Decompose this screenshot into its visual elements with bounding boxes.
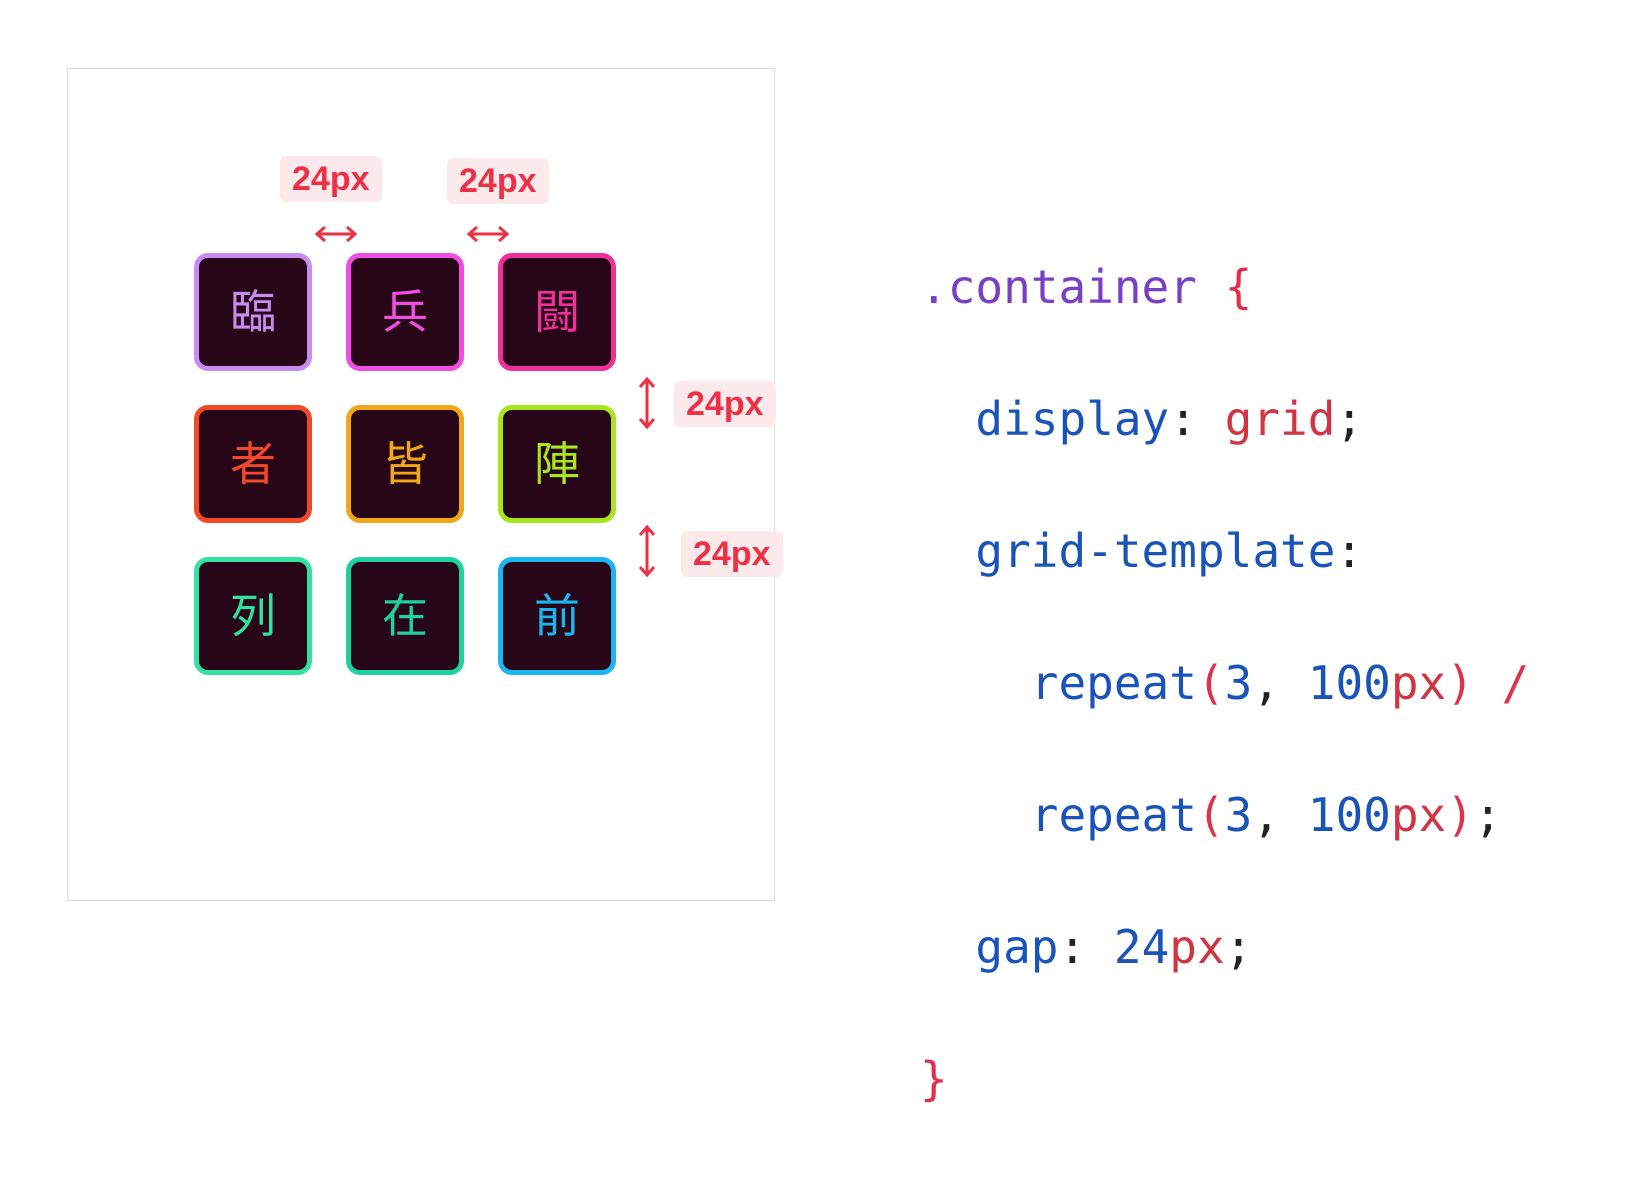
grid-tile-4: 者 [194,405,312,523]
code-selector: .container [920,260,1197,314]
code-repeat-count: 3 [1224,656,1253,710]
tile-glyph: 陣 [534,437,580,491]
tile-glyph: 前 [534,589,580,643]
grid-tile-8: 在 [346,557,464,675]
code-line-3: grid-template: [975,524,1364,578]
code-repeat-size-unit: px [1390,656,1447,710]
code-line-1: .container { [920,254,1529,320]
code-repeat-size-num: 100 [1307,788,1391,842]
code-gap-num: 24 [1113,920,1170,974]
column-gap-arrow-2-icon [466,225,510,243]
code-repeat-count: 3 [1224,788,1253,842]
tile-glyph: 闘 [534,285,580,339]
code-open-brace: { [1224,260,1253,314]
grid-tile-1: 臨 [194,253,312,371]
code-repeat-fn: repeat [1030,656,1197,710]
column-gap-label-2: 24px [447,158,549,204]
code-line-5: repeat(3, 100px); [1030,788,1502,842]
grid-tile-3: 闘 [498,253,616,371]
code-slash: / [1501,656,1530,710]
css-code-block: .container { display: grid; grid-templat… [920,188,1529,1178]
row-gap-label-1: 24px [674,381,776,427]
row-gap-arrow-1-icon [638,376,656,430]
grid-tile-7: 列 [194,557,312,675]
code-line-6: gap: 24px; [975,920,1253,974]
tile-glyph: 在 [382,589,428,643]
code-repeat-size-num: 100 [1307,656,1391,710]
code-display-value: grid [1224,392,1336,446]
column-gap-arrow-1-icon [314,225,358,243]
code-repeat-size-unit: px [1390,788,1447,842]
code-repeat-fn: repeat [1030,788,1197,842]
tile-glyph: 者 [230,437,276,491]
column-gap-label-1: 24px [280,156,382,202]
row-gap-arrow-2-icon [638,524,656,578]
tile-glyph: 皆 [382,437,428,491]
code-gap-prop: gap [975,920,1059,974]
code-template-prop: grid-template [975,524,1336,578]
row-gap-label-2: 24px [681,531,783,577]
tile-glyph: 兵 [382,285,428,339]
grid-tile-9: 前 [498,557,616,675]
code-close-brace: } [920,1052,948,1106]
tile-glyph: 臨 [230,285,276,339]
grid-tile-2: 兵 [346,253,464,371]
code-line-7: } [920,1046,1529,1112]
tile-glyph: 列 [230,589,276,643]
code-gap-unit: px [1169,920,1225,974]
code-line-4: repeat(3, 100px) / [1030,656,1530,710]
code-line-2: display: grid; [975,392,1364,446]
code-display-prop: display [975,392,1170,446]
grid-tile-5: 皆 [346,405,464,523]
grid-tile-6: 陣 [498,405,616,523]
